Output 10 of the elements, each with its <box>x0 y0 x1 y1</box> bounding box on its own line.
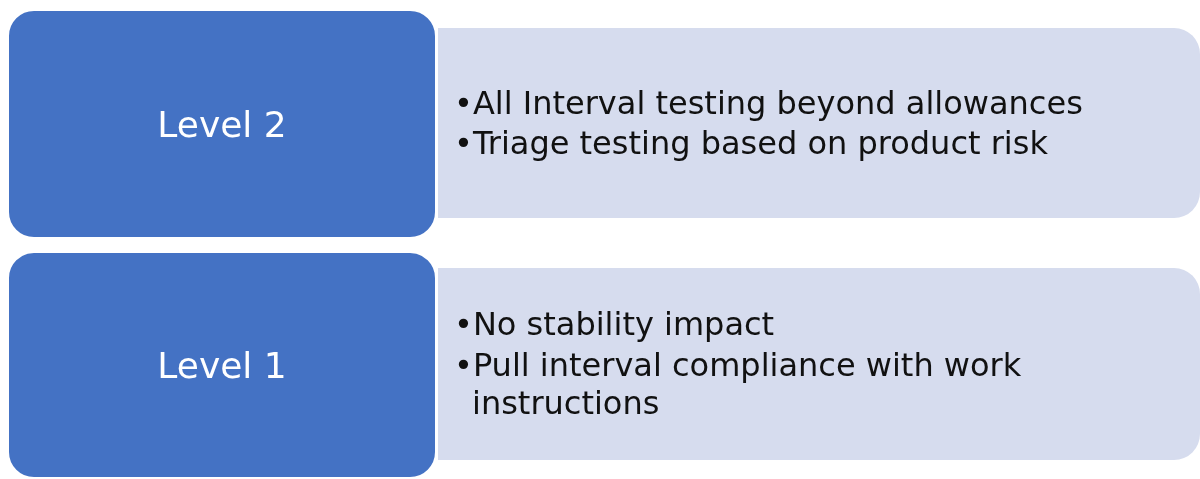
bullet-item: •No stability impact <box>454 305 776 344</box>
level-box <box>6 8 438 240</box>
description-panel <box>438 268 1200 460</box>
level-label: Level 1 <box>157 344 287 386</box>
level-box <box>6 250 438 479</box>
bullet-item: •Triage testing based on product risk <box>454 124 1049 163</box>
description-panel <box>438 28 1200 218</box>
bullet-item: •All Interval testing beyond allowances <box>454 83 1083 122</box>
level-label: Level 2 <box>157 103 287 145</box>
bullet-item: •Pull interval compliance with work instructions <box>454 345 1023 423</box>
